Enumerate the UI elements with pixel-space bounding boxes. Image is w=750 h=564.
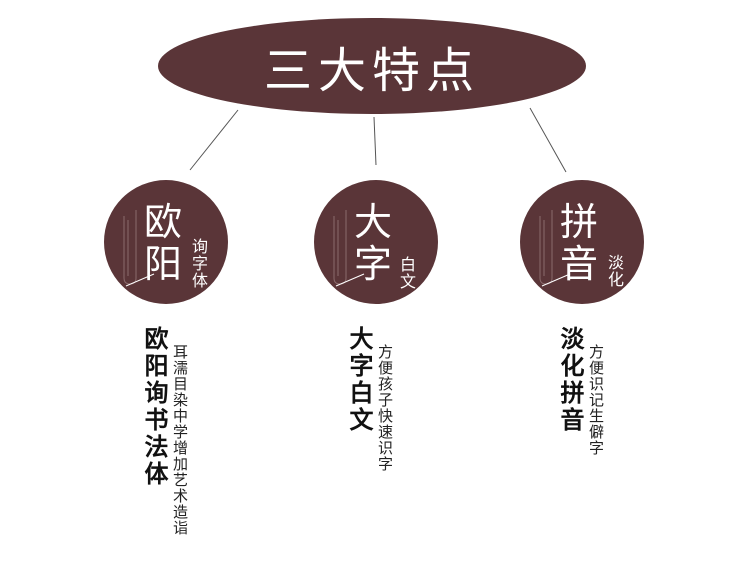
feature-description-pinyin: 方便识记生僻字 [587,344,605,456]
connector-line-right [529,107,567,173]
feature-heading-pinyin: 淡化拼音 [556,326,584,434]
circle-main-char-2: 阳 [144,242,183,286]
circle-sub-chars: 白文 [397,256,416,290]
feature-circle-pinyin: 拼 音 淡化 [520,180,644,304]
feature-heading-dazi: 大字白文 [345,326,373,434]
brush-decoration-icon [333,210,365,287]
brush-decoration-icon [123,210,155,287]
feature-description-ouyang: 耳濡目染中学增加艺术造诣 [171,344,189,536]
feature-circle-ouyang: 欧 阳 询字体 [104,180,228,304]
circle-sub-chars: 淡化 [605,254,624,288]
connector-line-center [373,116,377,166]
circle-main-char-1: 拼 [560,200,599,244]
circle-main-char-1: 大 [354,200,393,244]
feature-circle-dazi: 大 字 白文 [314,180,438,304]
connector-line-left [189,109,239,171]
circle-main-char-1: 欧 [144,200,183,244]
page-title: 三大特点 [263,43,480,99]
circle-sub-chars: 询字体 [189,238,208,289]
circle-main-char-2: 音 [560,242,599,286]
circle-main-char-2: 字 [354,242,393,286]
feature-heading-ouyang: 欧阳询书法体 [140,326,168,488]
feature-description-dazi: 方便孩子快速识字 [376,344,394,472]
title-oval: 三大特点 [158,18,586,114]
brush-decoration-icon [539,210,571,287]
